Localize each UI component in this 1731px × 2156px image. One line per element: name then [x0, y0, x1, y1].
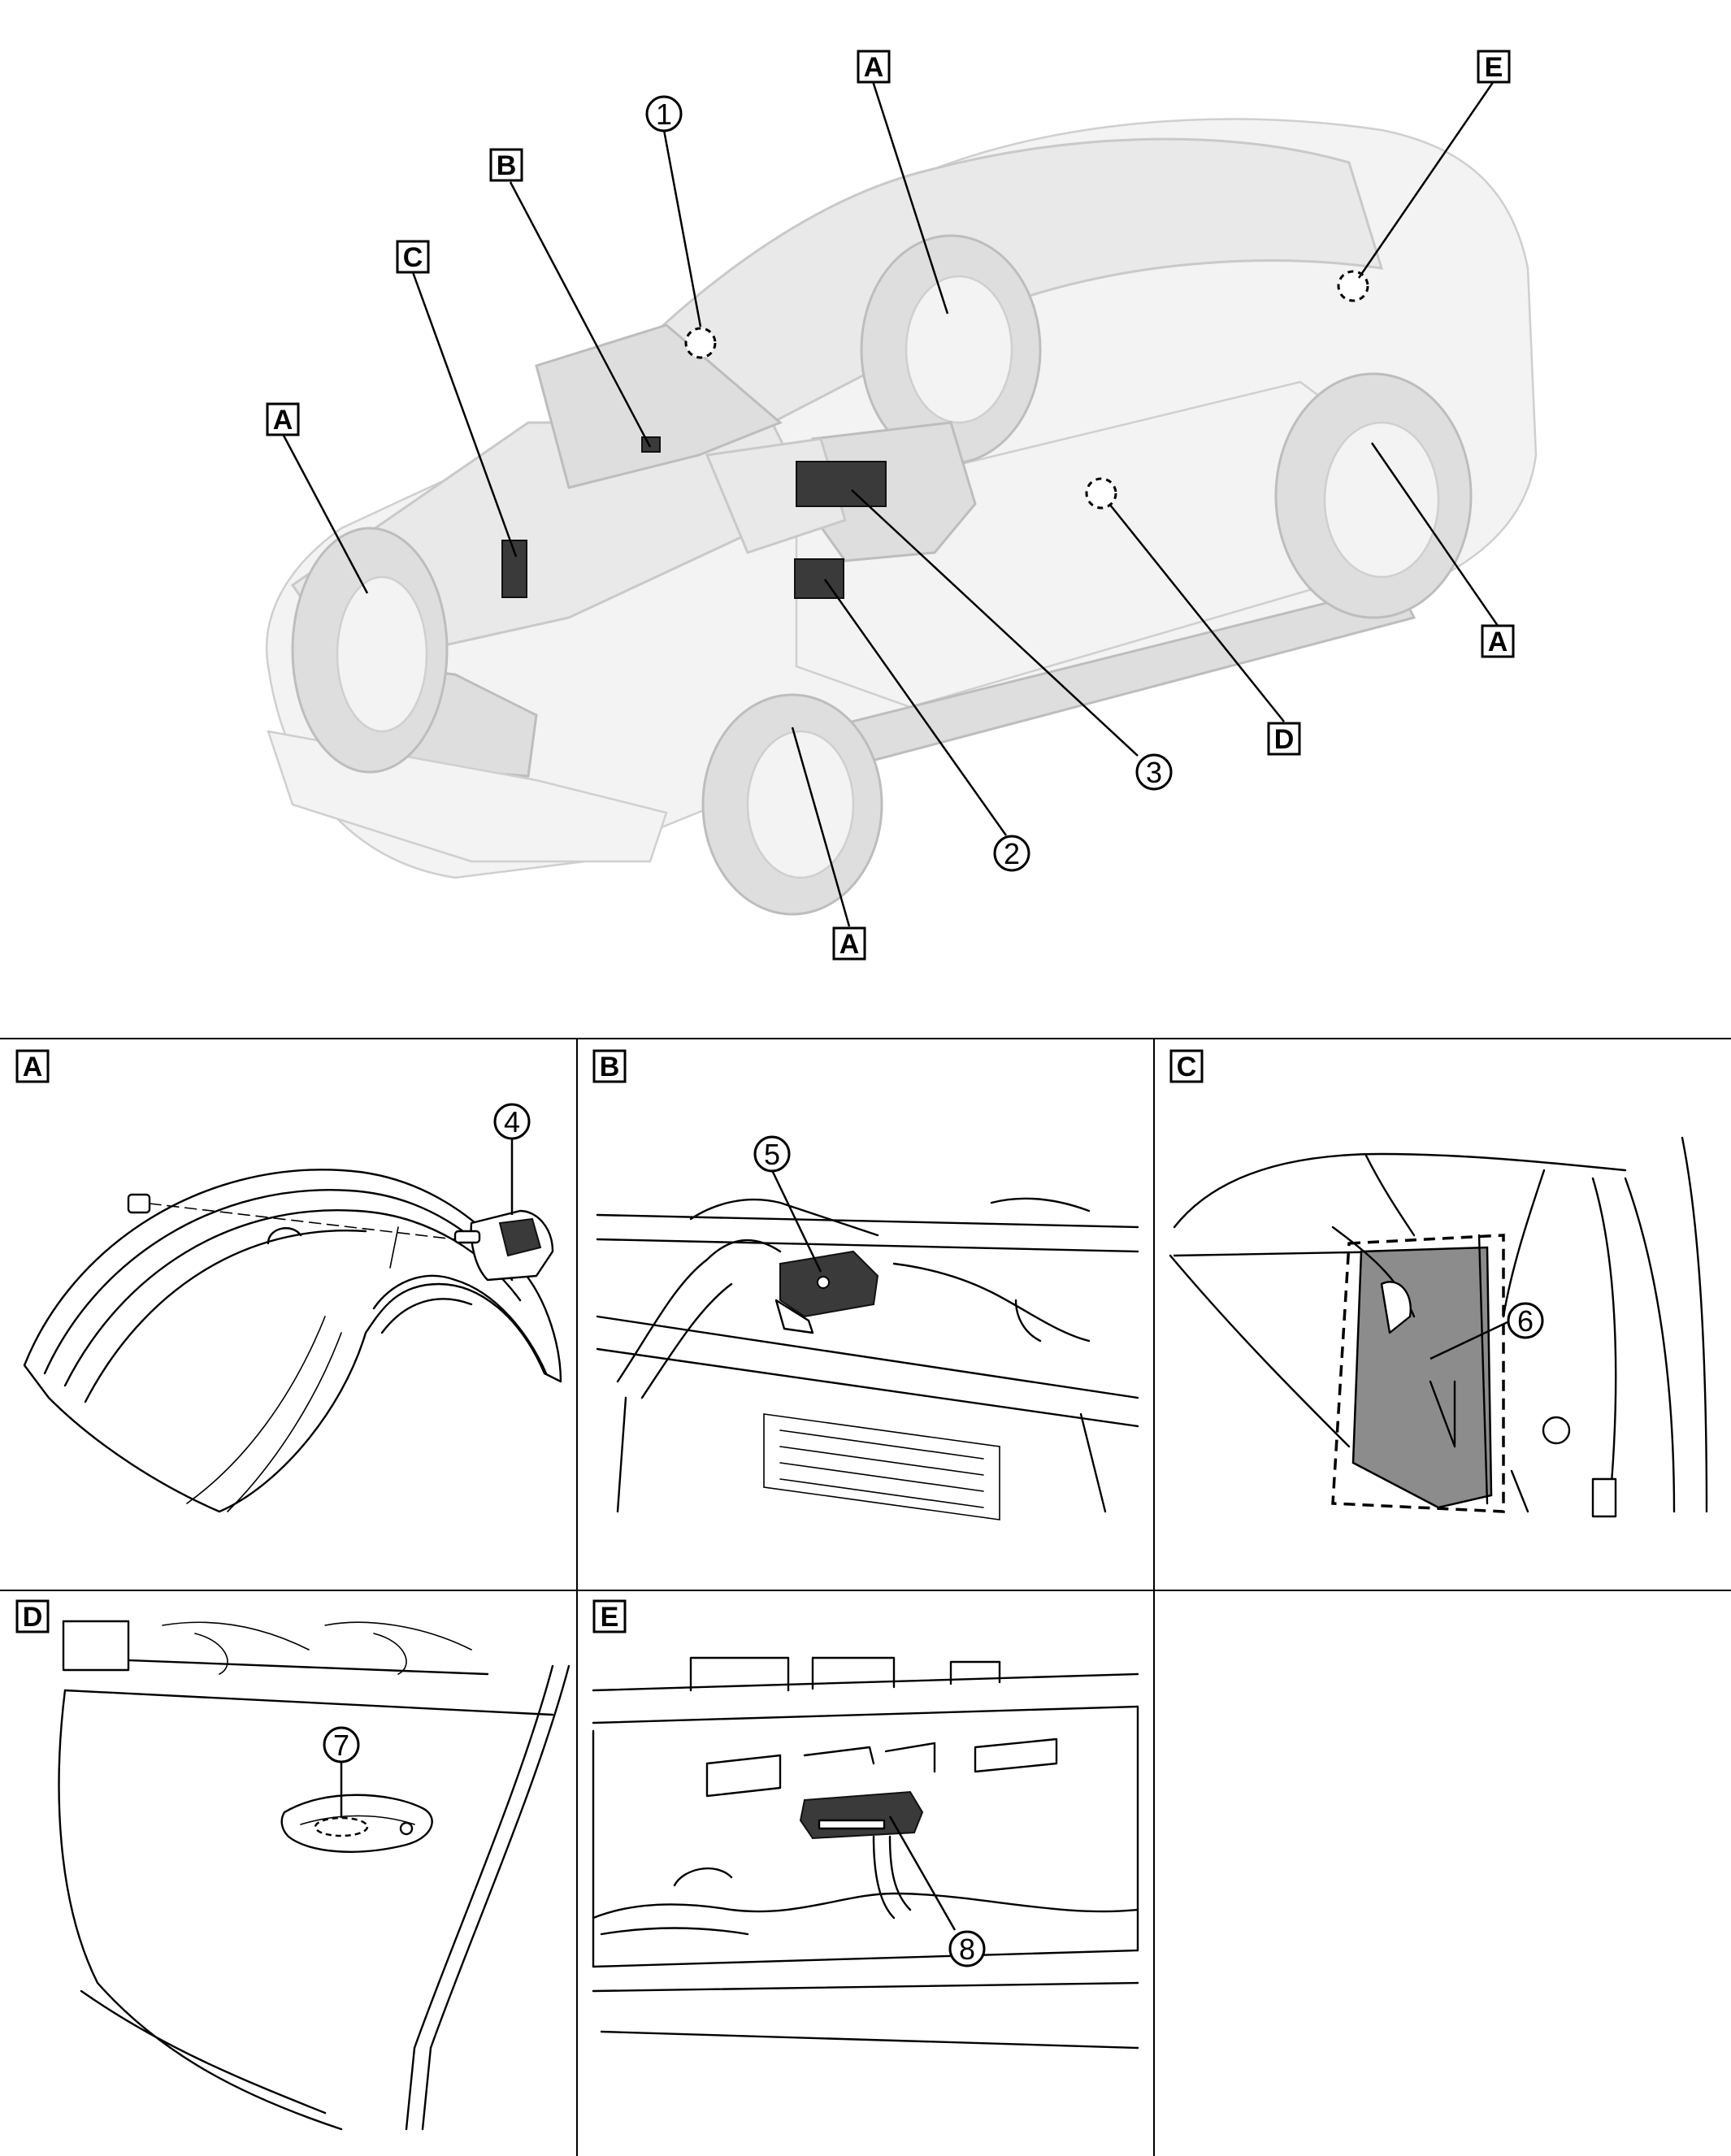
- panel-E-label: E: [592, 1599, 627, 1633]
- wheel-front-left-rim: [336, 575, 428, 733]
- number-callout-3: 3: [1135, 753, 1173, 791]
- overview-leader-lines: [281, 80, 1499, 927]
- panel-B-number-callout-5: 5: [753, 1135, 791, 1173]
- callout-D: D: [1267, 722, 1301, 756]
- detail-grid: [0, 1038, 1731, 2156]
- valve-stem-illustration: [127, 1193, 456, 1269]
- callout-C: C: [396, 240, 430, 274]
- svg-text:3: 3: [1146, 756, 1162, 789]
- svg-text:D: D: [23, 1602, 43, 1633]
- door-illustration: [58, 1620, 570, 2131]
- svg-text:B: B: [600, 1052, 620, 1082]
- wheel-front-right-rim: [746, 730, 855, 879]
- rear-panel-illustration: [592, 1656, 1139, 2050]
- bcm-highlight: [1351, 1246, 1493, 1509]
- tpms-sensor-illustration: [453, 1209, 554, 1282]
- location-marker-1: [684, 327, 717, 359]
- panel-C-number-callout-6: 6: [1507, 1302, 1544, 1339]
- callout-B: B: [489, 148, 523, 182]
- callout-A-left: A: [266, 402, 300, 436]
- panel-B-label: B: [592, 1049, 627, 1083]
- panel-D: D 7: [15, 1599, 570, 2131]
- svg-text:4: 4: [504, 1105, 520, 1139]
- svg-text:B: B: [497, 150, 517, 181]
- callout-A-top: A: [857, 50, 891, 84]
- svg-text:7: 7: [333, 1729, 349, 1762]
- panel-A: A 4: [15, 1049, 562, 1513]
- panel-C: C 6: [1169, 1049, 1708, 1518]
- wheel-rear-left-rim: [905, 275, 1013, 424]
- component-unit-2: [794, 558, 844, 599]
- component-bcm: [501, 540, 527, 598]
- callout-A-bottom: A: [832, 926, 866, 961]
- panel-A-label: A: [15, 1049, 50, 1083]
- svg-text:D: D: [1274, 724, 1295, 755]
- bcm-6-illustration: [1331, 1225, 1493, 1509]
- number-callout-1: 1: [645, 95, 683, 132]
- svg-text:C: C: [403, 242, 423, 273]
- number-callout-2: 2: [993, 835, 1030, 872]
- panel-C-label: C: [1169, 1049, 1204, 1083]
- dash-structure-illustration: [1169, 1136, 1708, 1518]
- component-tpms-receiver: [796, 461, 887, 507]
- component-b: [641, 436, 661, 453]
- svg-text:6: 6: [1517, 1304, 1534, 1338]
- svg-text:A: A: [23, 1052, 43, 1082]
- callout-E: E: [1477, 50, 1511, 84]
- svg-text:2: 2: [1004, 837, 1020, 870]
- door-handle-illustration: [280, 1794, 433, 1853]
- location-marker-e: [1337, 270, 1369, 302]
- svg-text:E: E: [601, 1602, 619, 1633]
- svg-text:A: A: [273, 405, 293, 436]
- wheel-rear-right-rim: [1323, 421, 1440, 579]
- panel-E-number-callout-8: 8: [948, 1930, 986, 1967]
- panel-B: B 5: [592, 1049, 1139, 1520]
- panel-A-number-callout-4: 4: [493, 1103, 531, 1140]
- panel-D-number-callout-7: 7: [323, 1726, 360, 1763]
- svg-text:8: 8: [959, 1933, 975, 1966]
- module-8-illustration: [799, 1790, 924, 1840]
- svg-text:A: A: [1488, 627, 1508, 657]
- location-marker-d: [1085, 477, 1117, 510]
- callout-A-right: A: [1481, 624, 1515, 658]
- module-5-illustration: [774, 1250, 879, 1334]
- svg-text:C: C: [1177, 1052, 1197, 1082]
- harness-illustration: [596, 1197, 1139, 1520]
- svg-text:1: 1: [656, 98, 672, 131]
- svg-text:5: 5: [764, 1138, 780, 1171]
- svg-text:A: A: [864, 52, 884, 83]
- vehicle-overview: [265, 118, 1538, 916]
- panel-D-label: D: [15, 1599, 50, 1633]
- svg-text:E: E: [1485, 52, 1503, 83]
- bcm-dashed-outline: [1331, 1234, 1505, 1513]
- panel-E: E 8: [592, 1599, 1139, 2050]
- svg-text:A: A: [839, 929, 860, 960]
- wheel-rim-illustration: [23, 1169, 562, 1513]
- dashboard: [535, 323, 783, 489]
